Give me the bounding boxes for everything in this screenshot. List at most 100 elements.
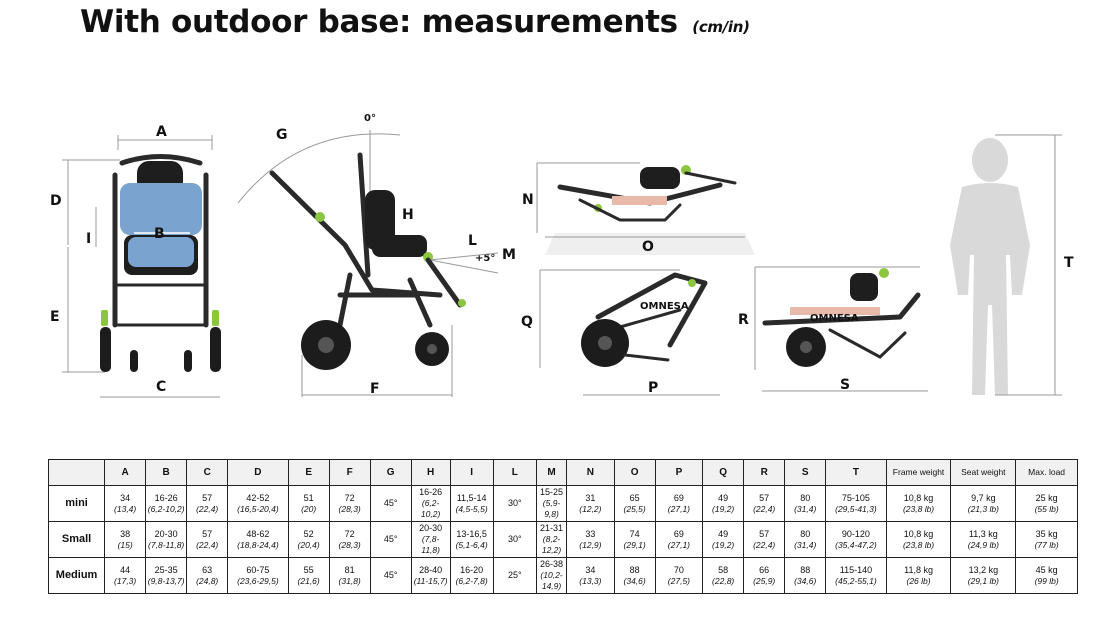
cell-imperial-value: (55 lb)	[1034, 503, 1059, 514]
table-cell: 31(12,2)	[566, 485, 615, 522]
table-cell: 21-31(8,2-12,2)	[535, 521, 568, 558]
cell-value: 57	[759, 492, 770, 503]
cell-imperial-value: (6,2-10,2)	[420, 498, 441, 519]
cell-imperial-value: (28,3)	[338, 503, 361, 514]
reclined-view-figure: N O	[522, 162, 755, 255]
table-header-cell: Seat weight	[950, 459, 1017, 486]
table-cell: 9,7 kg(21,3 lb)	[950, 485, 1017, 522]
cell-imperial-value: (23,8 lb)	[902, 539, 935, 550]
table-cell: 70(27,5)	[654, 557, 704, 594]
cell-imperial-value: (28,3)	[338, 539, 361, 550]
cell-value: 15-25	[540, 487, 564, 497]
label-R: R	[738, 312, 749, 328]
cell-value: 45 kg	[1035, 564, 1058, 575]
table-cell: 16-26(6,2-10,2)	[410, 485, 451, 522]
flat-view-figure: R OMNESA S	[738, 266, 928, 393]
cell-value: 38	[120, 528, 131, 539]
cell-imperial-value: (22,4)	[753, 503, 776, 514]
table-header-cell: D	[227, 459, 289, 486]
table-cell: 63(24,8)	[186, 557, 229, 594]
table-cell: 30°	[492, 485, 537, 522]
cell-value: 57	[759, 528, 770, 539]
cell-value: 88	[629, 564, 640, 575]
cell-imperial-value: (8,2-12,2)	[541, 534, 562, 555]
label-A: A	[156, 124, 167, 140]
cell-value: 28-40	[419, 564, 443, 575]
cell-imperial-value: (10,2-14,9)	[540, 570, 563, 591]
cell-imperial-value: (16,5-20,4)	[237, 503, 279, 514]
cell-imperial-value: (5,1-6,4)	[455, 539, 488, 550]
table-cell: 13,2 kg(29,1 lb)	[950, 557, 1017, 594]
table-cell: 34(13,3)	[566, 557, 615, 594]
table-cell: 66(25,9)	[743, 557, 786, 594]
cell-value: 11,8 kg	[904, 564, 933, 575]
table-cell: 34(13,4)	[104, 485, 147, 522]
table-header-cell: E	[287, 459, 330, 486]
label-C: C	[156, 379, 166, 395]
label-E: E	[50, 309, 60, 325]
cell-imperial-value: (13,4)	[114, 503, 137, 514]
cell-imperial-value: (23,6-29,5)	[237, 575, 279, 586]
label-L: L	[468, 233, 477, 249]
cell-imperial-value: (11-15,7)	[413, 575, 448, 586]
cell-value: 66	[759, 564, 770, 575]
table-cell: 11,5-14(4,5-5,5)	[449, 485, 494, 522]
table-cell: 16-20(6,2-7,8)	[449, 557, 494, 594]
table-cell: 26-38(10,2-14,9)	[535, 557, 568, 594]
cell-value: 25°	[508, 570, 522, 580]
cell-value: 25-35	[154, 564, 178, 575]
label-zero-deg: 0°	[364, 113, 376, 124]
table-cell: 115-140(45,2-55,1)	[825, 557, 887, 594]
table-cell: 35 kg(77 lb)	[1015, 521, 1078, 558]
cell-imperial-value: (45,2-55,1)	[835, 575, 877, 586]
cell-imperial-value: (7,8-11,8)	[148, 539, 185, 550]
cell-value: 35 kg	[1035, 528, 1058, 539]
label-N: N	[522, 192, 534, 208]
cell-imperial-value: (21,6)	[297, 575, 320, 586]
measurement-figures: A D E I B C G 0°	[50, 113, 1074, 398]
table-header-cell: T	[825, 459, 887, 486]
table-header-cell: F	[328, 459, 371, 486]
cell-imperial-value: (18,8-24,4)	[237, 539, 279, 550]
table-cell: 45°	[369, 521, 412, 558]
table-cell: 81(31,8)	[328, 557, 371, 594]
cell-imperial-value: (22,8)	[712, 575, 735, 586]
table-cell: 57(22,4)	[743, 521, 786, 558]
table-cell: 15-25(5,9-9,8)	[535, 485, 568, 522]
cell-imperial-value: (22,4)	[196, 503, 219, 514]
cell-imperial-value: (31,4)	[794, 539, 817, 550]
table-header-cell: R	[743, 459, 786, 486]
cell-value: 9,7 kg	[971, 492, 996, 503]
table-cell: 11,3 kg(24,9 lb)	[950, 521, 1017, 558]
cell-value: 72	[344, 492, 355, 503]
cell-imperial-value: (9,8-13,7)	[147, 575, 185, 586]
cell-imperial-value: (26 lb)	[906, 575, 931, 586]
table-cell: 51(20)	[287, 485, 330, 522]
cell-imperial-value: (29,1 lb)	[967, 575, 999, 586]
table-header-cell: L	[492, 459, 537, 486]
table-cell: 72(28,3)	[328, 521, 371, 558]
cell-imperial-value: (5,9-9,8)	[542, 498, 561, 519]
row-size-label: Medium	[47, 557, 106, 594]
table-header-cell: Q	[702, 459, 745, 486]
cell-value: 31	[585, 492, 596, 503]
table-cell: 25-35(9,8-13,7)	[145, 557, 188, 594]
cell-value: 51	[303, 492, 314, 503]
cell-value: 34	[120, 492, 131, 503]
table-cell: 74(29,1)	[613, 521, 656, 558]
cell-value: 63	[202, 564, 213, 575]
cell-imperial-value: (99 lb)	[1034, 575, 1059, 586]
table-header-cell: P	[654, 459, 704, 486]
cell-imperial-value: (25,9)	[753, 575, 776, 586]
cell-value: 52	[303, 528, 314, 539]
table-header-cell: B	[145, 459, 188, 486]
cell-value: 49	[718, 528, 729, 539]
cell-value: 26-38	[540, 559, 564, 569]
cell-value: 45°	[383, 570, 398, 580]
table-cell: 20-30(7,8-11,8)	[410, 521, 451, 558]
cell-imperial-value: (12,9)	[579, 539, 602, 550]
table-cell: 25°	[492, 557, 537, 594]
